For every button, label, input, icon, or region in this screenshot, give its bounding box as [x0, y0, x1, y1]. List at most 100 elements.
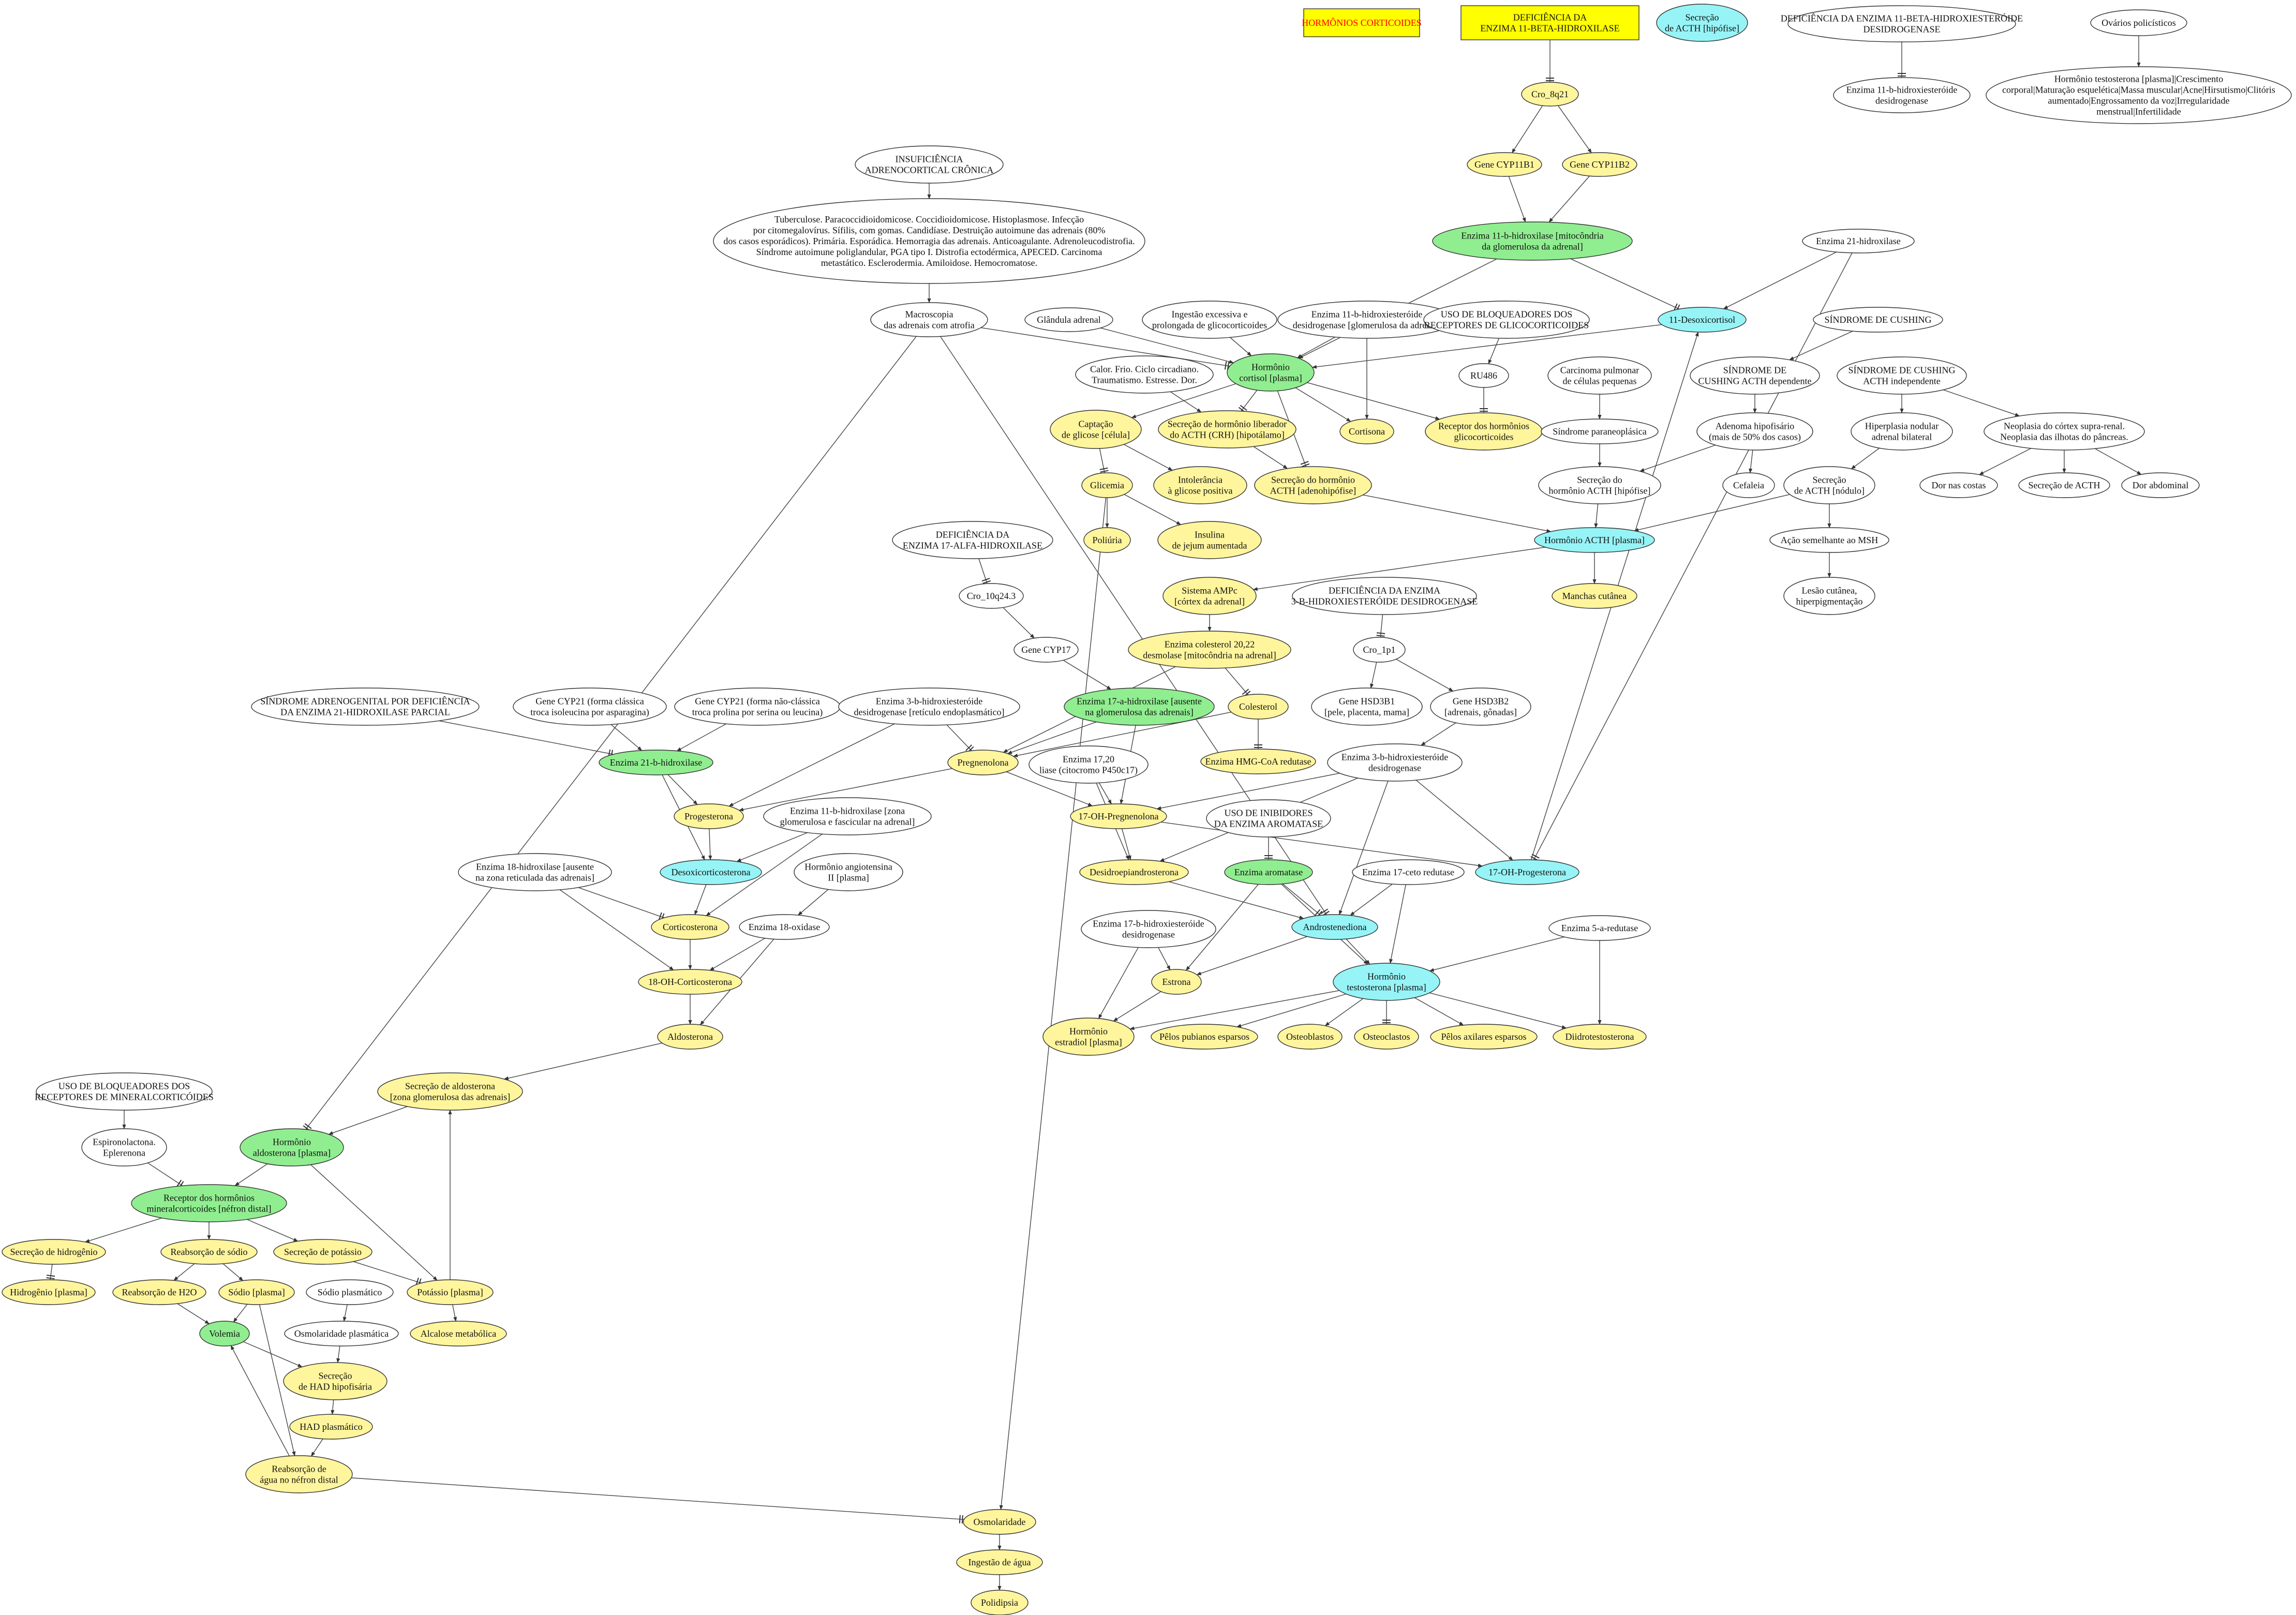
edge-line [351, 1477, 964, 1520]
node-label: (mais de 50% dos casos) [1709, 432, 1801, 443]
edge-hsd3b2-to-enz3b [1421, 722, 1456, 746]
node-label: Enzima aromatase [1234, 867, 1303, 877]
edge-line [259, 1304, 296, 1456]
node-label: Enzima colesterol 20,22 [1165, 639, 1255, 650]
edge-osmol_plasm-to-sec_had [336, 1345, 340, 1363]
node-label: DA ENZIMA AROMATASE [1214, 819, 1323, 829]
edge-enz3b-to-oh17preg [1156, 773, 1340, 810]
node-shape [1696, 412, 1813, 451]
node-shape [1986, 66, 2292, 124]
node-label: Ingestão de água [968, 1557, 1031, 1567]
edge-line [1003, 607, 1035, 639]
node-enz21_top: Enzima 21-hidroxilase [1802, 229, 1915, 253]
edge-sec_had-to-had_plasm [331, 1399, 335, 1415]
node-label: Traumatismo. Estresse. Dor. [1092, 375, 1197, 385]
node-label: da glomerulosa da adrenal] [1482, 242, 1583, 252]
edge-line [1225, 667, 1249, 695]
node-pregnenolona: Pregnenolona [947, 750, 1019, 775]
edge-ingestao_gc-to-cortisol [1230, 337, 1252, 356]
node-label: Enzima 17,20 [1063, 754, 1114, 765]
node-enz11bhsd_mid: Enzima 11-b-hidroxiesteróidedesidrogenas… [1277, 301, 1456, 339]
node-label: Pêlos axilares esparsos [1441, 1031, 1527, 1042]
node-label: RECEPTORES DE GLICOCORTICOIDES [1424, 320, 1589, 331]
node-shape [407, 1279, 494, 1305]
edge-line [798, 889, 829, 916]
node-label: Insulina [1195, 530, 1225, 540]
edge-cro10q-to-cyp17 [1003, 607, 1035, 639]
edge-line [1943, 389, 2020, 416]
node-label: ACTH independente [1863, 376, 1940, 386]
node-shape [1833, 77, 1971, 113]
node-shape [2018, 472, 2110, 498]
edge-cyp11b2-to-enz11bh [1548, 175, 1590, 223]
edge-sec_h-to-h_plasma [46, 1264, 55, 1280]
node-label: desidrogenase [glomerulosa da adrenal] [1293, 320, 1441, 331]
edge-line [247, 1219, 299, 1242]
node-shape [1432, 221, 1633, 261]
node-label: Diidrotestosterona [1566, 1031, 1634, 1042]
edge-line [738, 768, 952, 812]
edge-cush_indep-to-neoplasia [1943, 389, 2020, 416]
edge-line [736, 832, 808, 862]
node-label: Alcalose metabólica [421, 1328, 496, 1339]
edge-enz11b_zona-to-desoxicortic [736, 832, 808, 862]
node-label: Cro_10q24.3 [967, 591, 1016, 601]
edge-line [177, 1303, 210, 1324]
node-shape [458, 853, 612, 891]
edge-aromatase-to-estrona [1186, 884, 1259, 971]
node-label: 17-OH-Pregnenolona [1079, 811, 1159, 821]
edge-line [1006, 771, 1093, 806]
node-label: INSUFICIÊNCIA [895, 154, 963, 165]
node-enz17ceto: Enzima 17-ceto redutase [1352, 859, 1465, 885]
edge-k_plasma-to-alcalose [452, 1304, 457, 1322]
edge-calor-to-crh [1170, 391, 1202, 413]
node-cyp11b1: Gene CYP11B1 [1467, 152, 1542, 177]
inhibition-bar [304, 1123, 312, 1129]
edge-glicemia-to-osmolaridade [999, 497, 1107, 1510]
edge-acth_plasma-to-ampc [1253, 547, 1546, 591]
edge-desoxicortisol-to-cortisol [1311, 324, 1662, 369]
node-shape [1521, 82, 1579, 107]
node-shape [2121, 472, 2200, 498]
node-label: Polidipsia [981, 1597, 1018, 1608]
node-shape [1206, 799, 1331, 838]
node-shape [2, 1279, 96, 1305]
edge-line [331, 1399, 335, 1415]
edge-cyp17-to-enz17a [1063, 660, 1112, 690]
node-label: Hormônio ACTH [plasma] [1544, 535, 1645, 545]
node-label: Osteoblastos [1286, 1031, 1334, 1042]
node-shape [1153, 466, 1247, 504]
node-label: hiperpigmentação [1796, 596, 1863, 607]
node-label: testosterona [plasma] [1347, 982, 1426, 993]
edge-line [1129, 990, 1339, 1030]
node-label: Enzima 11-b-hidroxilase [zona [790, 806, 905, 816]
node-label: Gene HSD3B1 [1339, 696, 1395, 707]
edge-cro8q21-to-cyp11b1 [1511, 105, 1543, 154]
edge-enz17ceto-to-androstenediona [1350, 884, 1393, 916]
node-shape [1690, 356, 1820, 395]
edge-line [50, 1264, 53, 1280]
node-osteoblastos: Osteoblastos [1277, 1024, 1343, 1050]
node-shape [763, 797, 932, 835]
node-label: Enzima 11-b-hidroxiesteróide [1846, 85, 1958, 95]
edge-line [1113, 991, 1161, 1022]
node-label: ADRENOCORTICAL CRÔNICA [865, 165, 994, 175]
node-espiro: Espironolactona.Eplerenona [81, 1128, 167, 1167]
node-shape [1475, 859, 1579, 885]
edge-line [452, 1304, 457, 1322]
edge-line [1350, 884, 1393, 916]
node-colesterol: Colesterol [1228, 694, 1289, 720]
edge-line [1307, 382, 1440, 420]
node-label: Desidroepiandrosterona [1090, 867, 1179, 877]
edge-line [1363, 495, 1552, 533]
node-shape [410, 1321, 507, 1347]
edge-line [243, 1341, 303, 1368]
node-shape [1458, 363, 1509, 388]
inhibition-bar [961, 1515, 963, 1524]
